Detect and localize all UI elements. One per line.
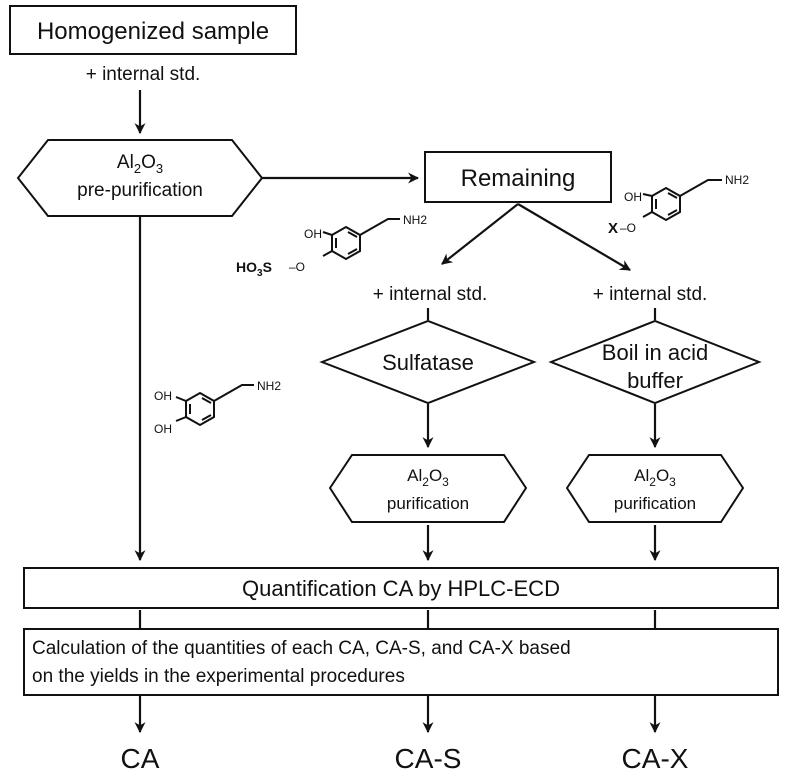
quantification-label: Quantification CA by HPLC-ECD: [242, 576, 560, 601]
ca-s-oh: OH: [304, 227, 322, 241]
ca-s-sulfo-group: HO3S: [236, 259, 272, 279]
purification-x-label: purification: [614, 494, 696, 513]
homogenized-sample-label: Homogenized sample: [37, 18, 269, 45]
boil-label-line-2: buffer: [627, 368, 683, 393]
purification-s-formula: Al2O3: [407, 466, 449, 489]
ca-x-amine: NH2: [725, 173, 749, 187]
arrow-remaining-to-boil-branch: [517, 203, 631, 271]
ca-x-ether-link: –O: [620, 221, 636, 235]
homogenized-sample-box: Homogenized sample: [9, 5, 297, 55]
sulfatase-diamond: Sulfatase: [319, 319, 537, 405]
output-ca-s: CA-S: [395, 743, 462, 774]
purification-x-hexagon: Al2O3 purification: [565, 454, 745, 523]
calculation-line-2: on the yields in the experimental proced…: [32, 666, 405, 687]
ca-amine: NH2: [257, 379, 281, 393]
ca-molecule: OH OH NH2: [154, 379, 281, 436]
calculation-box: Calculation of the quantities of each CA…: [23, 628, 779, 696]
ca-s-amine: NH2: [403, 213, 427, 227]
arrow-remaining-to-sulfatase-branch: [441, 203, 519, 265]
boil-label-line-1: Boil in acid: [602, 340, 708, 365]
internal-std-label-2: + internal std.: [373, 284, 488, 305]
output-ca: CA: [121, 743, 160, 774]
internal-std-label-1: + internal std.: [86, 64, 201, 85]
output-ca-x: CA-X: [622, 743, 689, 774]
ca-s-ether-link: –O: [289, 260, 305, 274]
boil-in-acid-diamond: Boil in acid buffer: [548, 319, 762, 405]
ca-oh-top: OH: [154, 389, 172, 403]
remaining-label: Remaining: [461, 165, 576, 192]
connectors: [134, 90, 661, 734]
internal-std-label-3: + internal std.: [593, 284, 708, 305]
quantification-box: Quantification CA by HPLC-ECD: [23, 567, 779, 609]
pre-purification-label: pre-purification: [77, 180, 203, 201]
ca-x-oh: OH: [624, 190, 642, 204]
ca-s-molecule: OH NH2 HO3S –O: [236, 213, 427, 279]
ca-oh-bottom: OH: [154, 422, 172, 436]
pre-purification-hexagon: Al2O3 pre-purification: [16, 139, 264, 217]
calculation-line-1: Calculation of the quantities of each CA…: [32, 638, 571, 659]
purification-s-hexagon: Al2O3 purification: [328, 454, 528, 523]
remaining-box: Remaining: [424, 151, 612, 203]
ca-x-molecule: OH NH2 X –O: [608, 173, 749, 237]
ca-x-substituent: X: [608, 220, 618, 237]
purification-s-label: purification: [387, 494, 469, 513]
purification-x-formula: Al2O3: [634, 466, 676, 489]
sulfatase-label: Sulfatase: [382, 350, 474, 375]
pre-purification-formula: Al2O3: [117, 152, 163, 176]
